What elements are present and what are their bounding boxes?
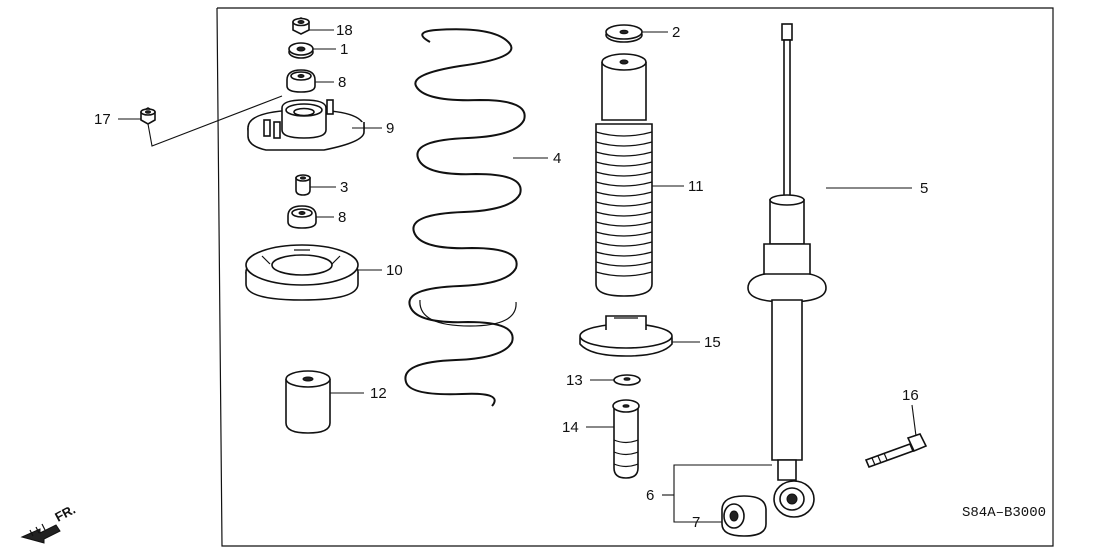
part-4-coil-spring	[404, 28, 526, 407]
front-arrow-icon	[20, 523, 61, 544]
front-marker-label: FR.	[52, 502, 78, 525]
callout-5: 5	[920, 180, 928, 197]
part-16-bolt	[864, 433, 928, 469]
part-14-bump-rubber	[612, 399, 640, 479]
part-5-eye-bushing	[773, 480, 815, 518]
part-9-mount-plate	[247, 99, 365, 151]
part-10-spring-seat	[245, 244, 359, 301]
callout-12: 12	[370, 385, 387, 402]
part-5-shock-absorber	[747, 23, 827, 518]
callout-9: 9	[386, 120, 394, 137]
callout-16: 16	[902, 387, 919, 404]
callout-11: 11	[688, 178, 704, 195]
part-1-washer	[288, 42, 314, 59]
part-3-collar	[295, 174, 311, 196]
part-8-bushing-upper	[286, 69, 316, 93]
diagram-frame	[216, 7, 1054, 547]
callout-18: 18	[336, 22, 353, 39]
callout-2: 2	[672, 24, 680, 41]
part-11-dust-boot	[595, 53, 653, 297]
part-18-nut	[292, 17, 310, 35]
leader-lines	[118, 29, 917, 523]
part-17-nut	[140, 107, 156, 125]
callout-1: 1	[340, 41, 348, 58]
callout-8-upper: 8	[338, 74, 346, 91]
callout-6: 6	[646, 487, 654, 504]
callout-17: 17	[94, 111, 111, 128]
part-2-washer	[605, 24, 643, 43]
callout-10: 10	[386, 262, 403, 279]
part-8-bushing-lower	[287, 205, 317, 229]
callout-13: 13	[566, 372, 583, 389]
callout-7: 7	[692, 514, 700, 531]
callout-3: 3	[340, 179, 348, 196]
callout-15: 15	[704, 334, 721, 351]
callout-labels: 18 1 8 17 9 3 8 10 12 4 2 11 15 13 14 6 …	[52, 22, 1046, 531]
callout-8-lower: 8	[338, 209, 346, 226]
part-13-washer	[613, 374, 641, 386]
diagram-code: S84A–B3000	[962, 505, 1046, 521]
part-7-bushing	[721, 495, 767, 537]
part-12-bump-stop	[285, 370, 331, 434]
callout-14: 14	[562, 419, 579, 436]
part-15-lower-seat	[579, 315, 673, 357]
callout-4: 4	[553, 150, 561, 167]
